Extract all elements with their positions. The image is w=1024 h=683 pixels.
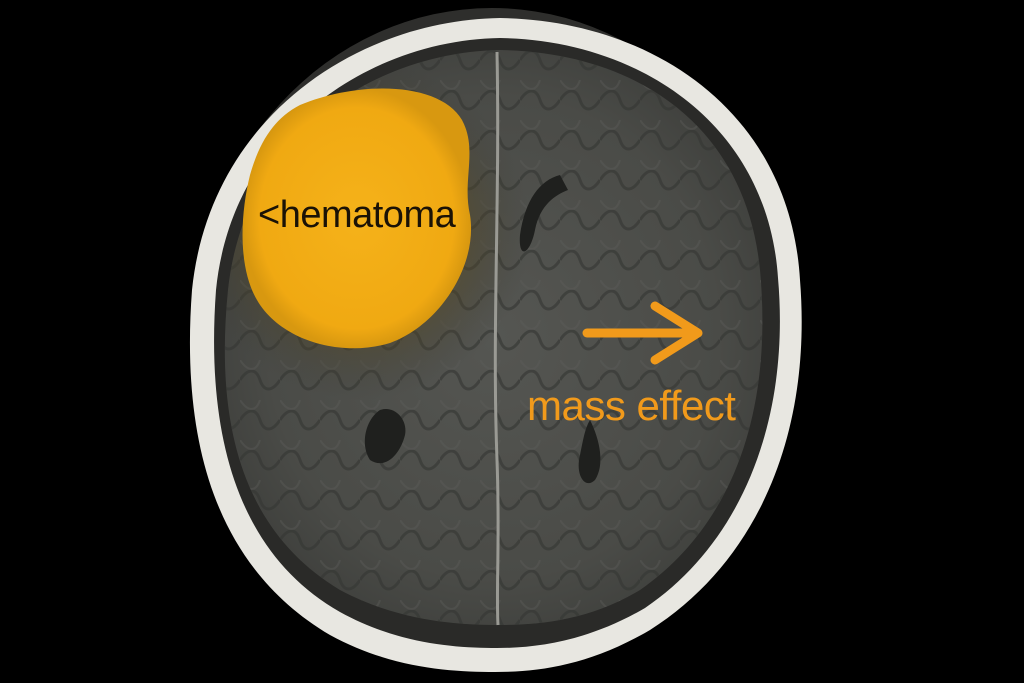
right-arrow-icon	[582, 301, 703, 365]
hematoma-label: <hematoma	[258, 194, 456, 236]
hematoma-region	[242, 88, 472, 349]
ventricle-right-posterior	[578, 420, 601, 484]
ventricle-left-posterior	[364, 409, 406, 464]
ventricle-right	[519, 175, 568, 252]
mass-effect-label: mass effect	[527, 382, 736, 429]
midline-falx	[493, 51, 500, 626]
